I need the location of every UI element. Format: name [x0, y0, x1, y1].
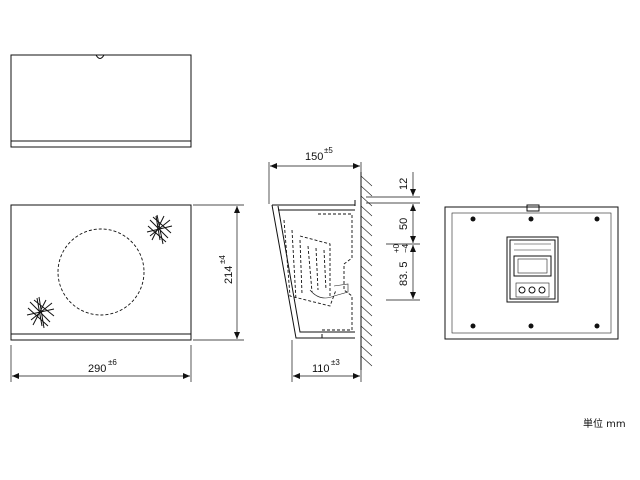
- screw-hole-top-right: [146, 214, 173, 245]
- right-dim-12: 12: [398, 178, 410, 190]
- terminal-panel: [506, 236, 559, 303]
- front-width-value: 290: [88, 363, 106, 375]
- top-width-value: 150: [305, 151, 323, 163]
- front-view: 290 ±6 214 ±4: [10, 204, 244, 382]
- woofer-outline: [57, 228, 145, 316]
- right-dim-tol-minus: −4: [401, 243, 410, 253]
- top-width-tol: ±5: [324, 146, 333, 155]
- screw-hole-bottom-left: [26, 296, 55, 329]
- top-view: [10, 54, 192, 148]
- side-view: 150 ±5 110 ±3 12 50 83. 5 +0 −4: [268, 146, 420, 382]
- unit-label: 単位 mm: [583, 417, 626, 430]
- right-dim-50: 50: [398, 218, 410, 230]
- front-height-value: 214: [223, 266, 235, 284]
- right-dim-tol-plus: +0: [392, 243, 401, 253]
- right-dim-83-5: 83. 5: [398, 262, 410, 286]
- bottom-depth-value: 110: [312, 363, 330, 375]
- screw-dots: [470, 216, 600, 329]
- bottom-depth-tol: ±3: [331, 358, 340, 367]
- front-width-tol: ±6: [108, 358, 117, 367]
- front-height-tol: ±4: [218, 255, 227, 264]
- rear-view: [444, 204, 619, 340]
